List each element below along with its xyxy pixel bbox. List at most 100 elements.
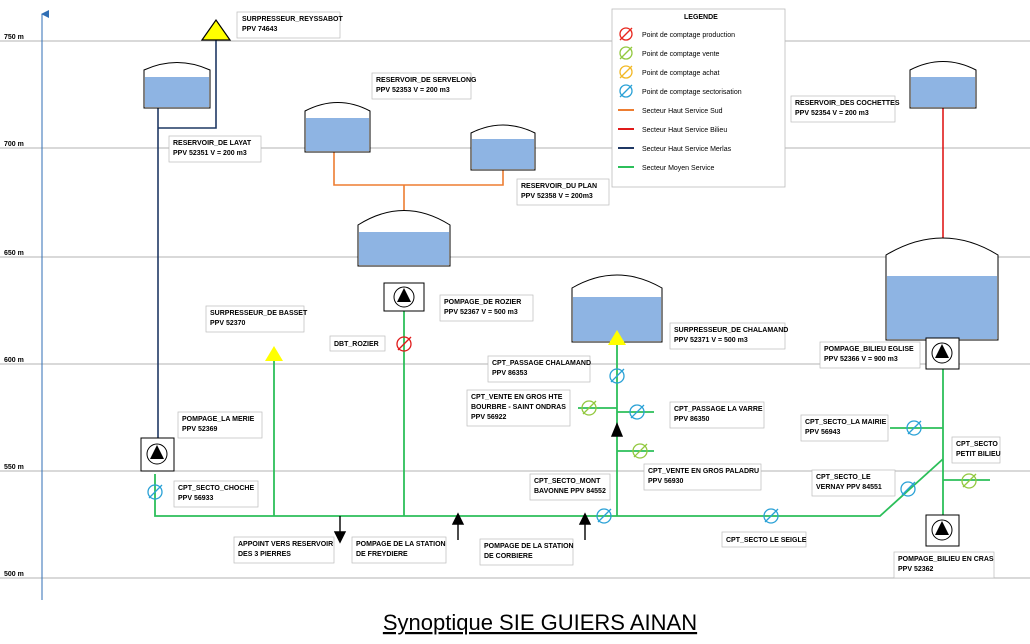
label-merie: POMPAGE_LA MERIE PPV 52369 bbox=[177, 411, 263, 439]
label-passage-chal: CPT_PASSAGE CHALAMAND PPV 86353 bbox=[487, 355, 591, 383]
arrow-up-icon bbox=[451, 512, 465, 525]
label-line: CPT_SECTO_LA MAIRIE bbox=[805, 419, 887, 426]
label-line: PPV 86350 bbox=[674, 416, 710, 423]
label-line: SURPRESSEUR_DE CHALAMAND bbox=[674, 327, 788, 334]
meter-icon bbox=[619, 84, 633, 98]
pump-merie-icon bbox=[140, 437, 175, 472]
label-line: PPV 52366 V = 900 m3 bbox=[824, 356, 898, 363]
meter-icon bbox=[619, 65, 633, 79]
reservoir-cochettes bbox=[909, 61, 977, 109]
vente-meter-icon bbox=[632, 443, 648, 459]
legend-item-label: Secteur Moyen Service bbox=[642, 165, 714, 172]
reservoir-plan bbox=[470, 124, 536, 171]
label-line: PETIT BILIEU bbox=[956, 451, 1001, 458]
booster-chalamand-icon bbox=[608, 330, 626, 345]
label-corbiere: POMPAGE DE LA STATION DE CORBIERE bbox=[479, 538, 574, 566]
legend-item: Point de comptage production bbox=[619, 27, 735, 41]
elevation-label: 550 m bbox=[4, 464, 24, 471]
legend-item-label: Secteur Haut Service Bilieu bbox=[642, 127, 727, 134]
label-line: BOURBRE - SAINT ONDRAS bbox=[471, 404, 566, 411]
label-line: PPV 86353 bbox=[492, 370, 528, 377]
green-main bbox=[154, 458, 944, 517]
label-bilieu-cras: POMPAGE_BILIEU EN CRAS PPV 52362 bbox=[893, 551, 995, 579]
sectorisation-meter-icon bbox=[763, 508, 779, 524]
label-basset: SURPRESSEUR_DE BASSET PPV 52370 bbox=[205, 305, 308, 333]
legend-title: LEGENDE bbox=[684, 14, 718, 21]
sectorisation-meter-icon bbox=[906, 420, 922, 436]
label-line: PPV 52354 V = 200 m3 bbox=[795, 110, 869, 117]
label-line: PPV 52370 bbox=[210, 320, 246, 327]
label-line: RESERVOIR_DU PLAN bbox=[521, 183, 597, 190]
elevation-label: 700 m bbox=[4, 141, 24, 148]
pumps bbox=[140, 282, 960, 547]
label-line: DE CORBIERE bbox=[484, 553, 533, 560]
booster-basset-icon bbox=[265, 346, 283, 361]
label-line: SURPRESSEUR_REYSSABOT bbox=[242, 16, 343, 23]
sectorisation-meter-icon bbox=[609, 368, 625, 384]
booster-reyssabot-icon bbox=[200, 18, 232, 41]
label-line: BAVONNE PPV 84552 bbox=[534, 488, 606, 495]
arrow-down-icon bbox=[333, 531, 347, 544]
legend-item: Point de comptage vente bbox=[619, 46, 720, 60]
legend-item: Secteur Haut Service Merlas bbox=[618, 146, 732, 153]
reservoir-rozier bbox=[357, 210, 451, 267]
merlas-line-reyssabot bbox=[158, 40, 217, 129]
elevation-label: 500 m bbox=[4, 571, 24, 578]
elevation-label: 750 m bbox=[4, 34, 24, 41]
label-layat: RESERVOIR_DE LAYAT PPV 52351 V = 200 m3 bbox=[168, 135, 262, 163]
label-line: PPV 52367 V = 500 m3 bbox=[444, 309, 518, 316]
meter-icon bbox=[619, 46, 633, 60]
label-line: SURPRESSEUR_DE BASSET bbox=[210, 310, 308, 317]
reservoirs bbox=[143, 61, 999, 343]
label-line: CPT_SECTO_MONT bbox=[534, 478, 601, 485]
label-petit-bilieu: CPT_SECTO PETIT BILIEU bbox=[951, 436, 1001, 464]
label-line: CPT_SECTO bbox=[956, 441, 998, 448]
label-line: RESERVOIR_DES COCHETTES bbox=[795, 100, 900, 107]
label-line: PPV 52358 V = 200m3 bbox=[521, 193, 593, 200]
label-dbt: DBT_ROZIER bbox=[329, 335, 386, 352]
legend-item-label: Secteur Haut Service Sud bbox=[642, 108, 723, 115]
label-plan: RESERVOIR_DU PLAN PPV 52358 V = 200m3 bbox=[516, 178, 610, 206]
label-line: POMPAGE_BILIEU EN CRAS bbox=[898, 556, 994, 563]
label-line: DBT_ROZIER bbox=[334, 341, 379, 348]
sectorisation-meter-icon bbox=[147, 484, 163, 500]
label-rozier: POMPAGE_DE ROZIER PPV 52367 V = 500 m3 bbox=[439, 294, 534, 322]
label-line: PPV 56943 bbox=[805, 429, 841, 436]
label-passage-varre: CPT_PASSAGE LA VARRE PPV 86350 bbox=[669, 401, 765, 429]
legend-item-label: Point de comptage sectorisation bbox=[642, 89, 742, 96]
label-line: VERNAY PPV 84551 bbox=[816, 484, 882, 491]
legend-item: Secteur Haut Service Bilieu bbox=[618, 127, 727, 134]
label-line: CPT_VENTE EN GROS HTE bbox=[471, 394, 563, 401]
legend-item-label: Point de comptage achat bbox=[642, 70, 719, 77]
label-appoint: APPOINT VERS RESERVOIR DES 3 PIERRES bbox=[233, 536, 335, 564]
elevation-label: 600 m bbox=[4, 357, 24, 364]
legend-item: Secteur Moyen Service bbox=[618, 165, 714, 172]
pump-rozier-icon bbox=[383, 282, 425, 312]
label-line: POMPAGE_LA MERIE bbox=[182, 416, 255, 423]
label-bilieu-eglise: POMPAGE_BILIEU EGLISE PPV 52366 V = 900 … bbox=[819, 341, 921, 369]
sud-line bbox=[333, 152, 504, 186]
legend-item-label: Secteur Haut Service Merlas bbox=[642, 146, 732, 153]
label-choche: CPT_SECTO_CHOCHE PPV 56933 bbox=[173, 480, 259, 508]
label-line: PPV 52371 V = 500 m3 bbox=[674, 337, 748, 344]
label-chalamand: SURPRESSEUR_DE CHALAMAND PPV 52371 V = 5… bbox=[669, 322, 788, 350]
legend: LEGENDE Point de comptage productionPoin… bbox=[611, 8, 786, 188]
reservoir-servelong bbox=[304, 102, 371, 153]
label-line: CPT_PASSAGE CHALAMAND bbox=[492, 360, 591, 367]
label-mairie: CPT_SECTO_LA MAIRIE PPV 56943 bbox=[800, 414, 889, 442]
label-seigle: CPT_SECTO LE SEIGLE bbox=[721, 531, 807, 548]
label-line: PPV 56930 bbox=[648, 478, 684, 485]
label-line: CPT_VENTE EN GROS PALADRU bbox=[648, 468, 759, 475]
label-servelong: RESERVOIR_DE SERVELONG PPV 52353 V = 200… bbox=[371, 72, 477, 100]
pump-bilieu-eglise-icon bbox=[925, 337, 960, 370]
meters bbox=[147, 336, 977, 524]
label-line: APPOINT VERS RESERVOIR bbox=[238, 541, 333, 548]
diagram-title: Synoptique SIE GUIERS AINAN bbox=[383, 610, 697, 635]
label-line: PPV 56922 bbox=[471, 414, 507, 421]
label-vernay: CPT_SECTO_LE VERNAY PPV 84551 bbox=[811, 469, 896, 497]
legend-item: Point de comptage achat bbox=[619, 65, 719, 79]
label-line: PPV 52369 bbox=[182, 426, 218, 433]
label-line: PPV 52362 bbox=[898, 566, 934, 573]
